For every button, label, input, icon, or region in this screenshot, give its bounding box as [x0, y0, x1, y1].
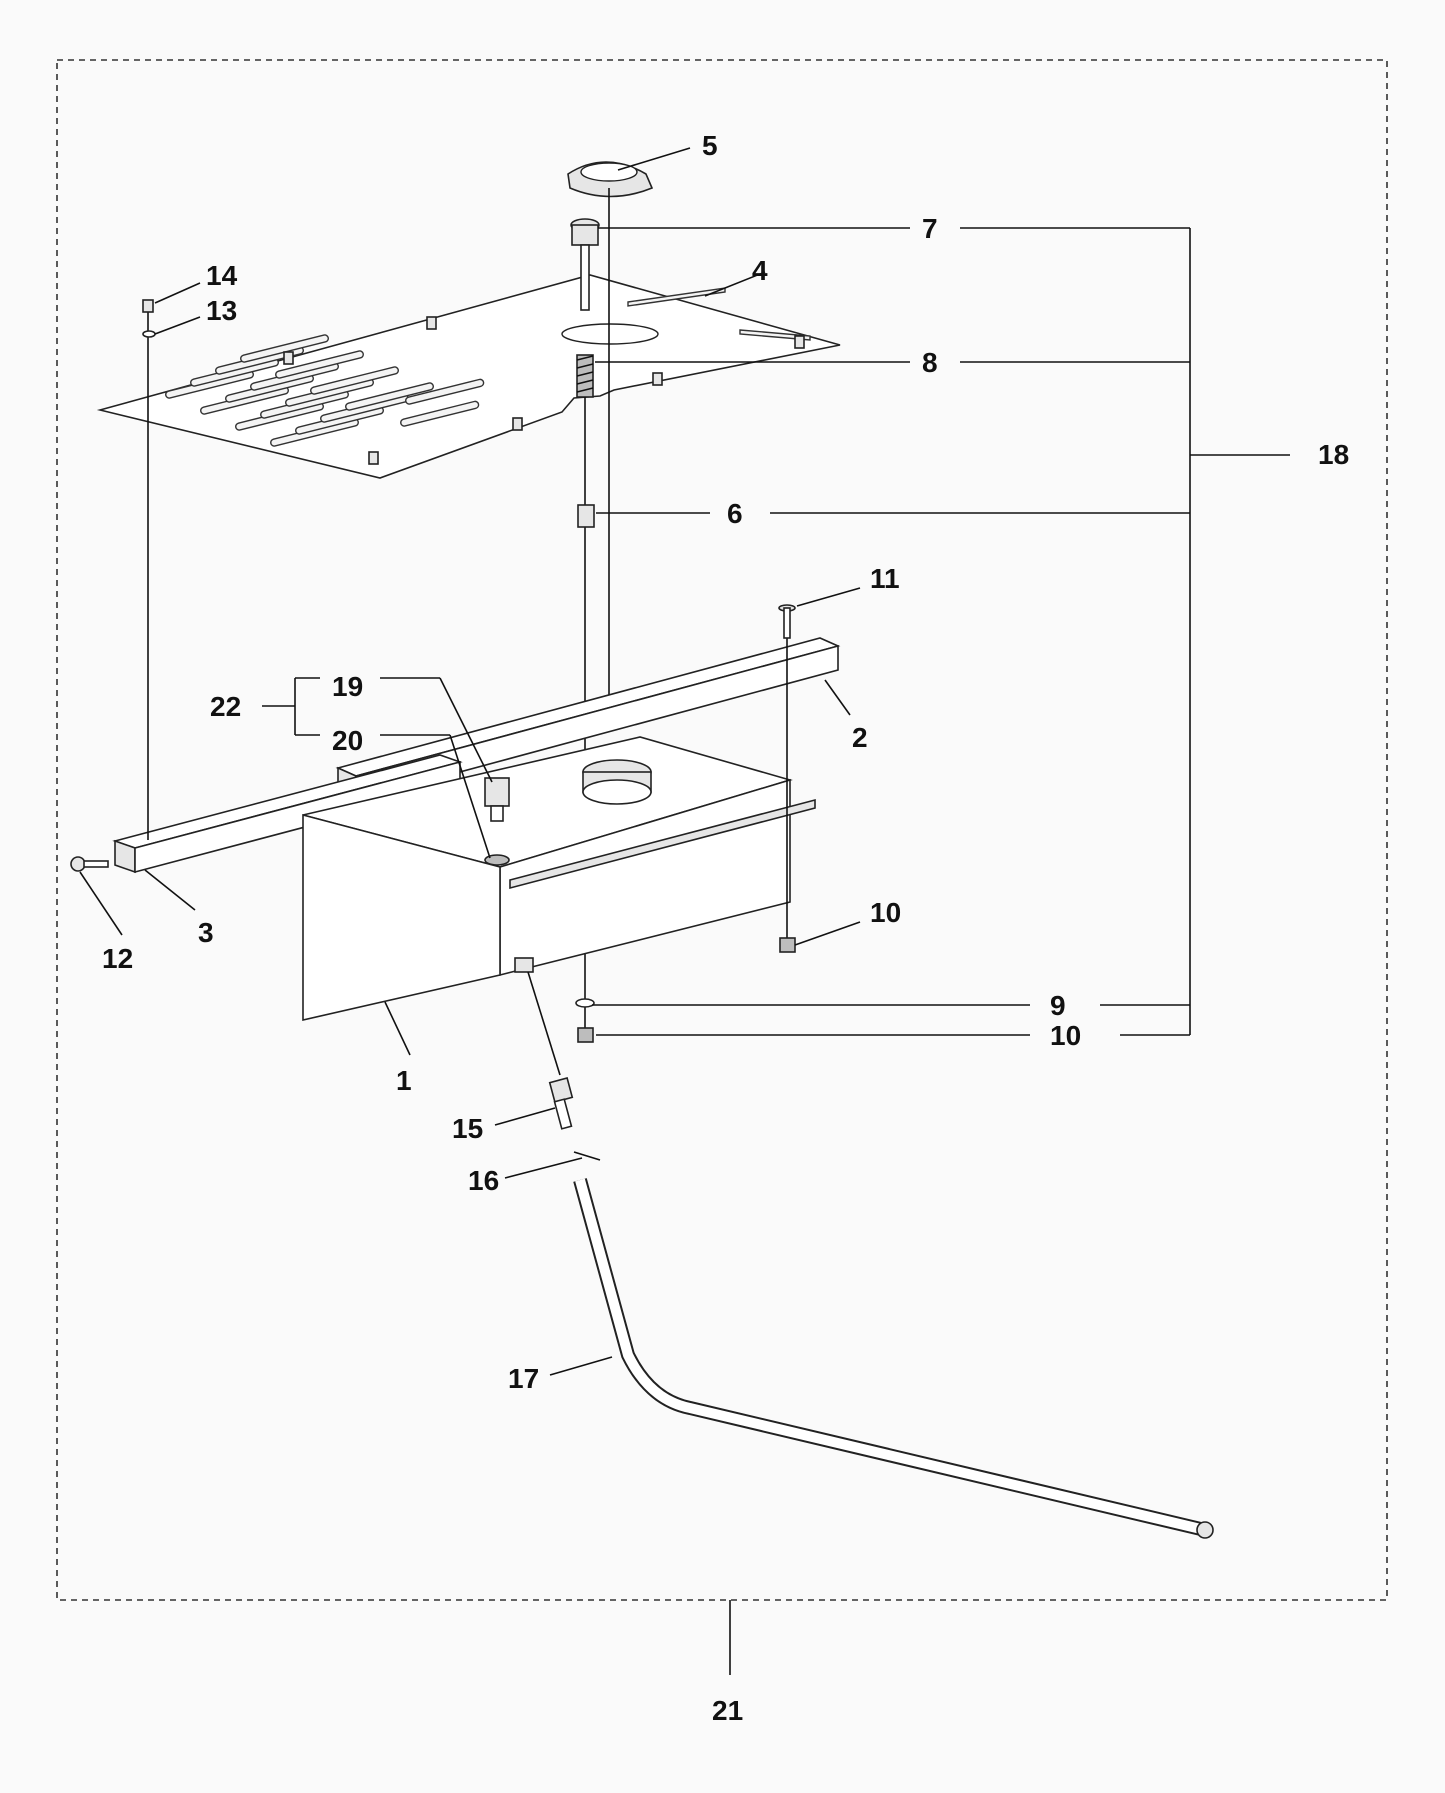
callout-9: 9	[1050, 990, 1066, 1021]
top-plate	[96, 274, 841, 479]
vent-slots	[165, 334, 485, 447]
callout-6: 6	[727, 498, 743, 529]
leader-lines	[79, 147, 1290, 1675]
callout-21: 21	[712, 1695, 743, 1726]
callout-1: 1	[396, 1065, 412, 1096]
callout-2: 2	[852, 722, 868, 753]
callout-14: 14	[206, 260, 238, 291]
callout-4: 4	[752, 255, 768, 286]
callouts: 5 7 4 8 18 6 11 2 19 20 22 14 13 10 9 10…	[102, 130, 1349, 1726]
callout-17: 17	[508, 1363, 539, 1394]
nut-10-right	[779, 937, 796, 953]
callout-20: 20	[332, 725, 363, 756]
washer-9	[575, 998, 595, 1008]
screw-14	[142, 299, 154, 313]
callout-19: 19	[332, 671, 363, 702]
callout-22: 22	[210, 691, 241, 722]
callout-15: 15	[452, 1113, 483, 1144]
callout-13: 13	[206, 295, 237, 326]
callout-5: 5	[702, 130, 718, 161]
vent-valve	[484, 777, 510, 866]
callout-10-lower: 10	[1050, 1020, 1081, 1051]
fuel-tank	[302, 736, 816, 1022]
spacer	[577, 504, 595, 528]
plug	[570, 218, 600, 311]
washer-13	[142, 330, 156, 338]
callout-3: 3	[198, 917, 214, 948]
fuel-cap	[567, 161, 654, 198]
callout-11: 11	[870, 563, 900, 594]
fuel-line	[514, 957, 1214, 1539]
callout-8: 8	[922, 347, 938, 378]
callout-10-upper: 10	[870, 897, 901, 928]
assembly-boundary	[56, 59, 1388, 1601]
callout-18: 18	[1318, 439, 1349, 470]
bolt-12	[70, 856, 109, 872]
callout-12: 12	[102, 943, 133, 974]
callout-7: 7	[922, 213, 938, 244]
nut-10	[577, 1027, 594, 1043]
callout-16: 16	[468, 1165, 499, 1196]
bolt-11	[778, 604, 796, 639]
spring	[576, 354, 594, 398]
